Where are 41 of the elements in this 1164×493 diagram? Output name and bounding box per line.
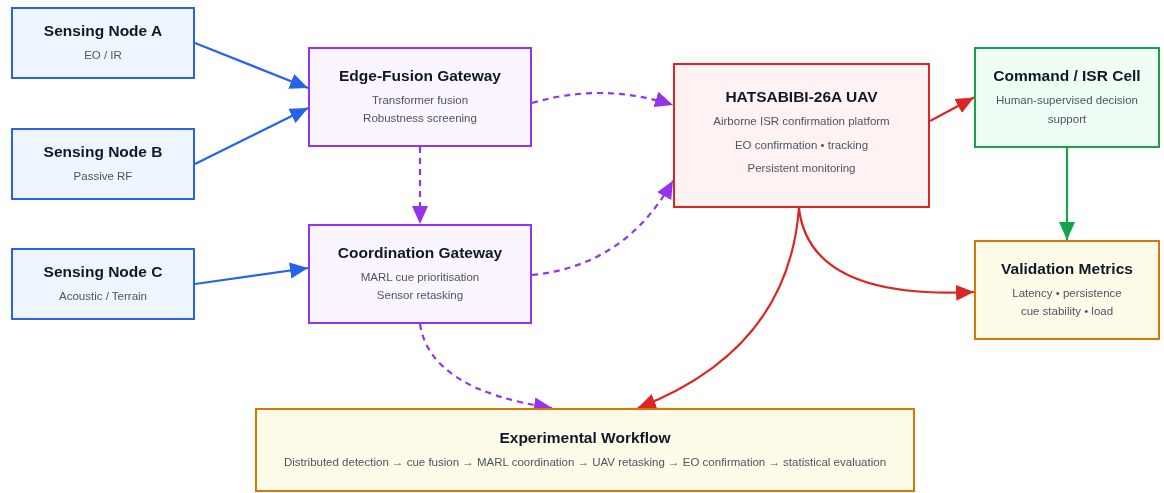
node-title: Command / ISR Cell [993,67,1141,86]
node-text: Acoustic / Terrain [59,288,147,304]
process-box [11,128,195,200]
node-text: MARL cue prioritisation [360,269,480,285]
node-title: Experimental Workflow [499,428,671,447]
node-text: Latency • persistence [1012,285,1122,301]
arrow [194,41,309,90]
process-box [11,248,195,320]
process-box [255,408,915,492]
arrow [1059,148,1075,240]
process-box [11,7,195,79]
process-box [673,63,930,208]
node-text: Airborne ISR confirmation platform [713,114,890,130]
arrow [531,179,674,277]
node-title: Coordination Gateway [337,243,503,262]
node-text: Passive RF [73,168,133,184]
node-text: cue stability • load [1020,304,1114,319]
process-box [308,47,532,147]
process-box [308,224,532,324]
node-title: HATSABIBI-26A UAV [725,88,878,107]
arrow [194,107,309,165]
node-text: Sensor retasking [376,288,464,303]
node-title: Sensing Node C [43,262,163,281]
arrow [194,262,309,286]
process-box [974,47,1160,148]
node-title: Validation Metrics [1001,259,1133,278]
node-text: EO confirmation • tracking [734,137,869,153]
node-text: EO / IR [84,47,122,63]
arrow [412,147,428,224]
arrow [637,207,801,409]
node-title: Sensing Node B [43,142,163,161]
node-text: Persistent monitoring [747,161,856,177]
node-text: Robustness screening [363,111,477,126]
node-text: Transformer fusion [371,92,469,108]
node-text: Human-supervised decision support [995,93,1139,127]
arrow [531,91,674,108]
arrow [929,96,975,122]
node-title: Sensing Node A [43,21,163,40]
process-box [974,240,1160,340]
node-title: Edge-Fusion Gateway [339,66,501,85]
node-text: Distributed detection → cue fusion → MARL coordination → UAV retasking → EO confirmation → statistical evaluation [283,454,887,470]
